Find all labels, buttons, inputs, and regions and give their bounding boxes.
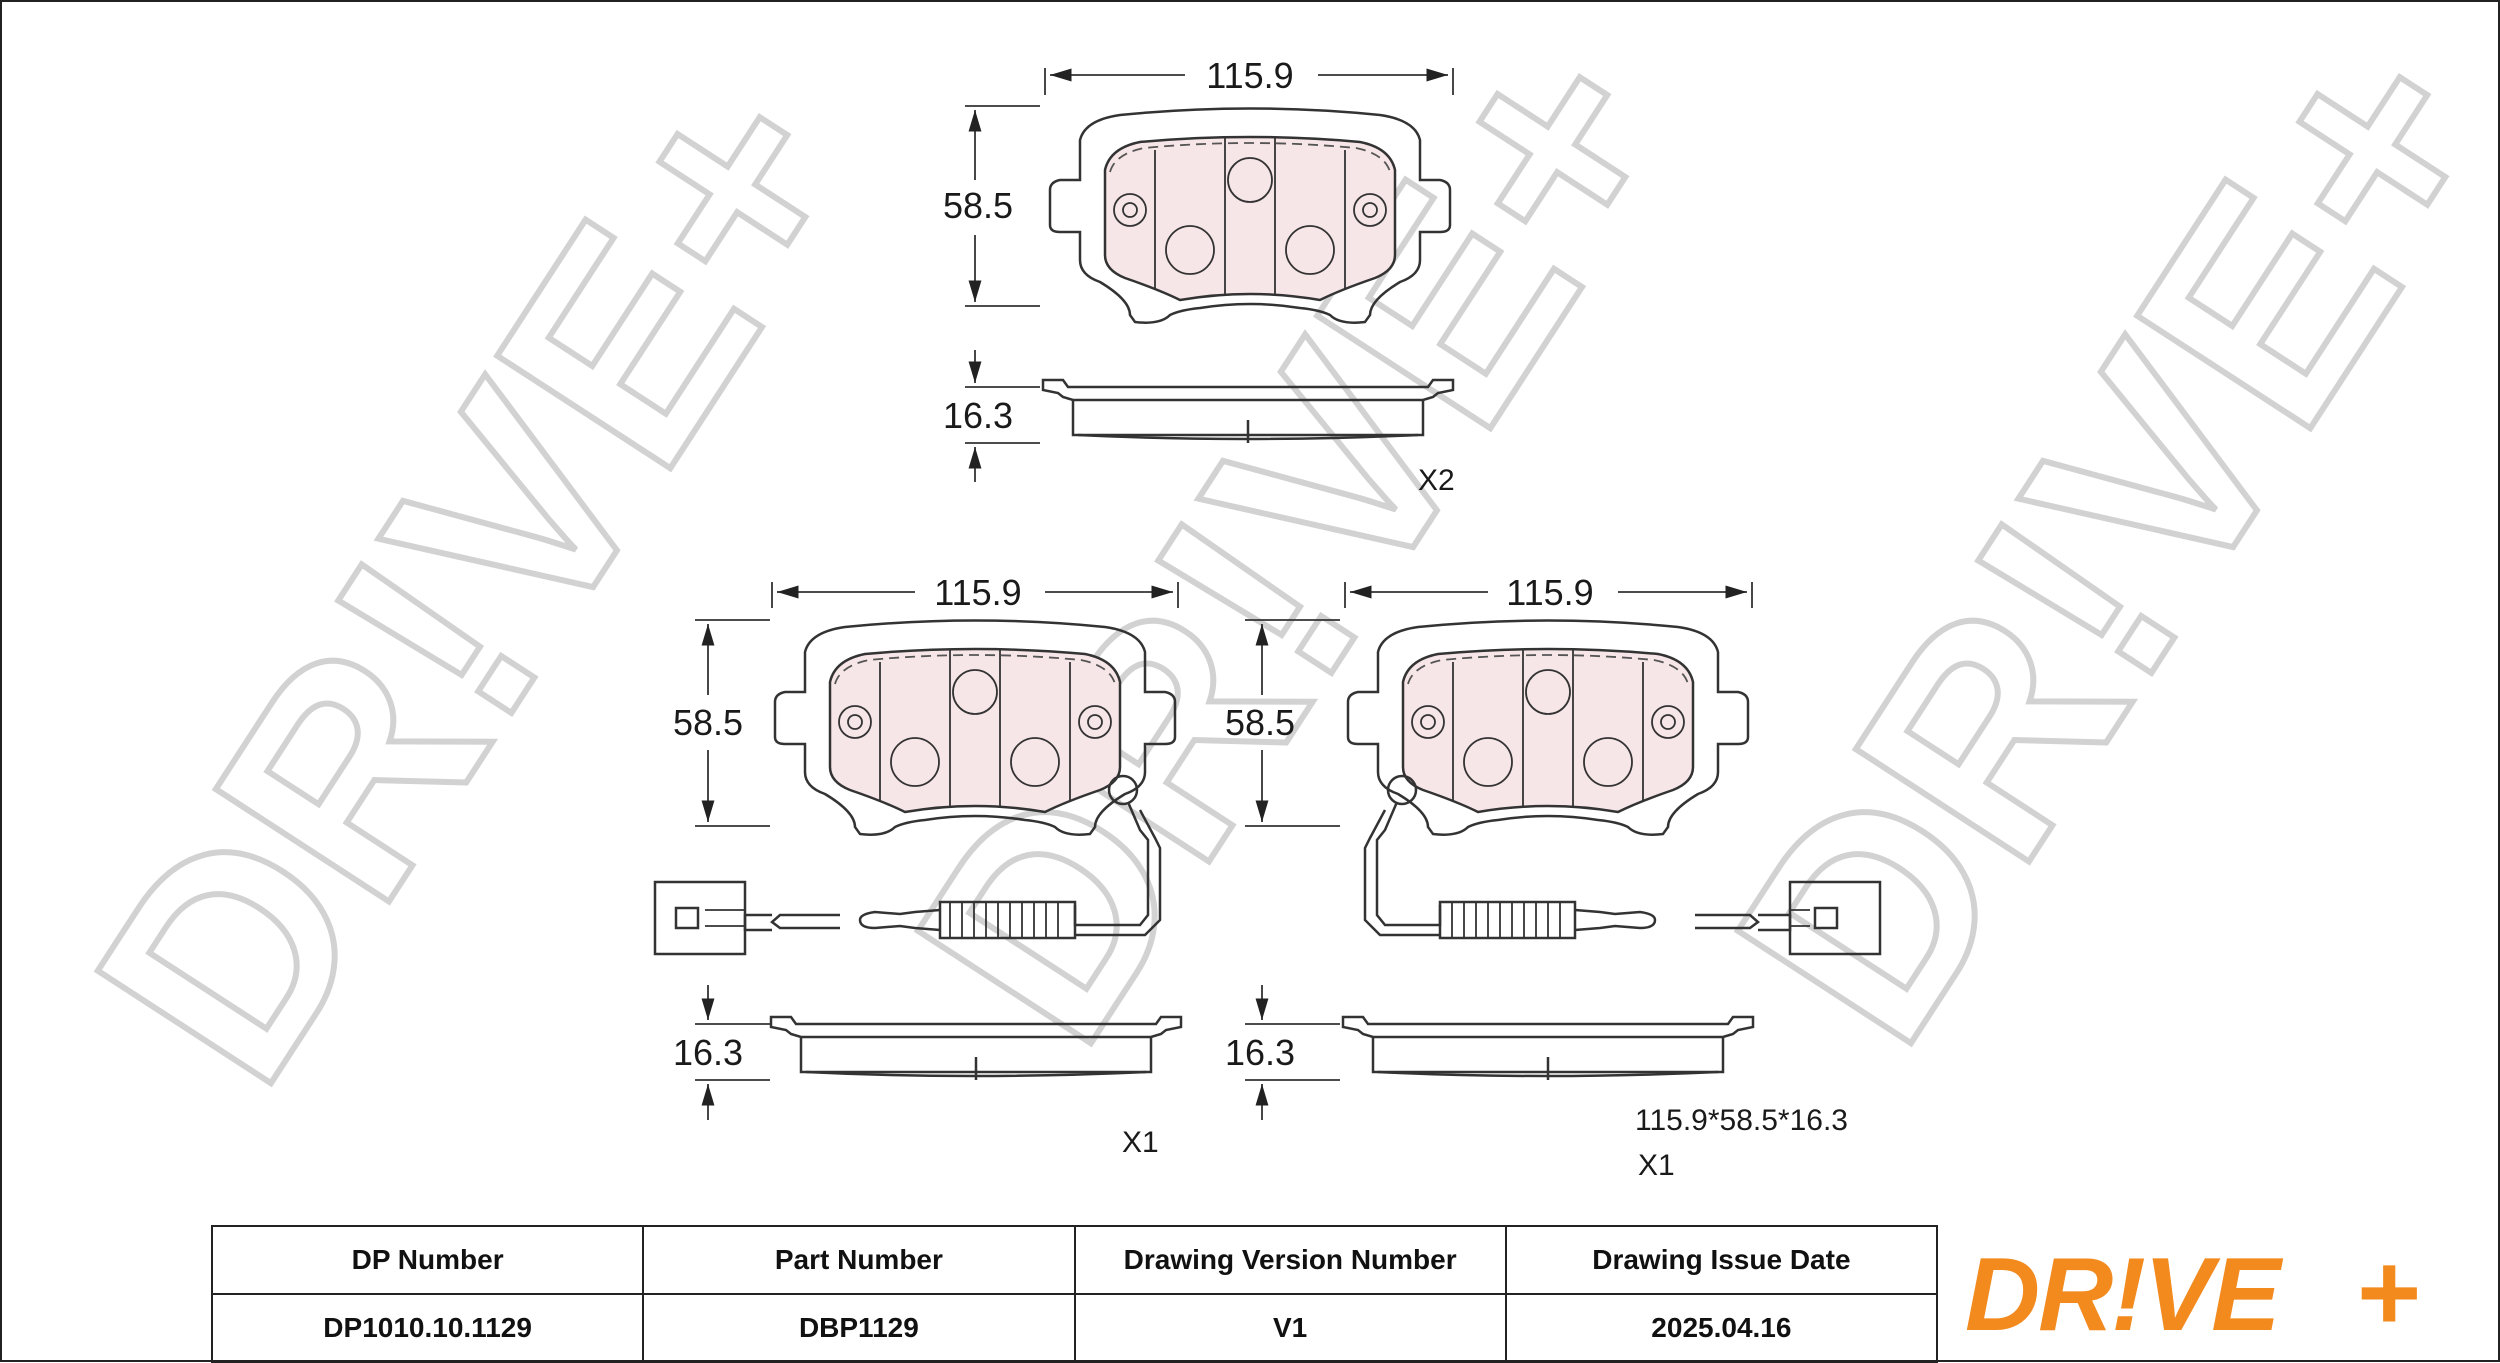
watermark-text-3: DR!VE+ [1672,0,2500,1095]
table-header-row: DP Number Part Number Drawing Version Nu… [210,1225,1939,1295]
value-issue-date: 2025.04.16 [1504,1293,1939,1363]
watermark-text-1: DR!VE+ [32,22,918,1135]
table-value-row: DP1010.10.1129 DBP1129 V1 2025.04.16 [210,1293,1939,1363]
left-wear-sensor [653,774,1162,956]
right-width-label: 115.9 [1506,572,1593,613]
brand-logo: DR!VE + [1965,1245,2419,1345]
right-pad-group: 115.9 58.5 16.3 [1225,572,1882,1182]
left-pad-group: 115.9 58.5 16.3 [653,572,1183,1159]
size-summary: 115.9*58.5*16.3 [1635,1104,1848,1137]
value-part-number: DBP1129 [642,1293,1076,1363]
top-quantity-label: X2 [1418,464,1455,497]
left-width-label: 115.9 [934,572,1021,613]
left-height-label: 58.5 [673,702,743,743]
value-drawing-version: V1 [1073,1293,1507,1363]
logo-plus: + [2355,1245,2419,1345]
top-thickness-label: 16.3 [943,395,1013,436]
right-wear-sensor [1363,774,1882,956]
top-width-label: 115.9 [1206,55,1293,96]
right-height-label: 58.5 [1225,702,1295,743]
top-height-label: 58.5 [943,185,1013,226]
header-drawing-version: Drawing Version Number [1073,1225,1507,1295]
header-dp-number: DP Number [210,1225,645,1295]
header-part-number: Part Number [642,1225,1076,1295]
left-quantity-label: X1 [1122,1126,1159,1159]
right-thickness-label: 16.3 [1225,1032,1295,1073]
header-issue-date: Drawing Issue Date [1504,1225,1939,1295]
title-block-table: DP Number Part Number Drawing Version Nu… [210,1225,1939,1363]
value-dp-number: DP1010.10.1129 [210,1293,645,1363]
right-quantity-label: X1 [1638,1149,1675,1182]
left-thickness-label: 16.3 [673,1032,743,1073]
right-pad-profile [1341,1015,1755,1082]
top-pad-group: 115.9 58.5 16.3 X2 [943,55,1455,497]
logo-text: DR!VE [1965,1245,2283,1345]
